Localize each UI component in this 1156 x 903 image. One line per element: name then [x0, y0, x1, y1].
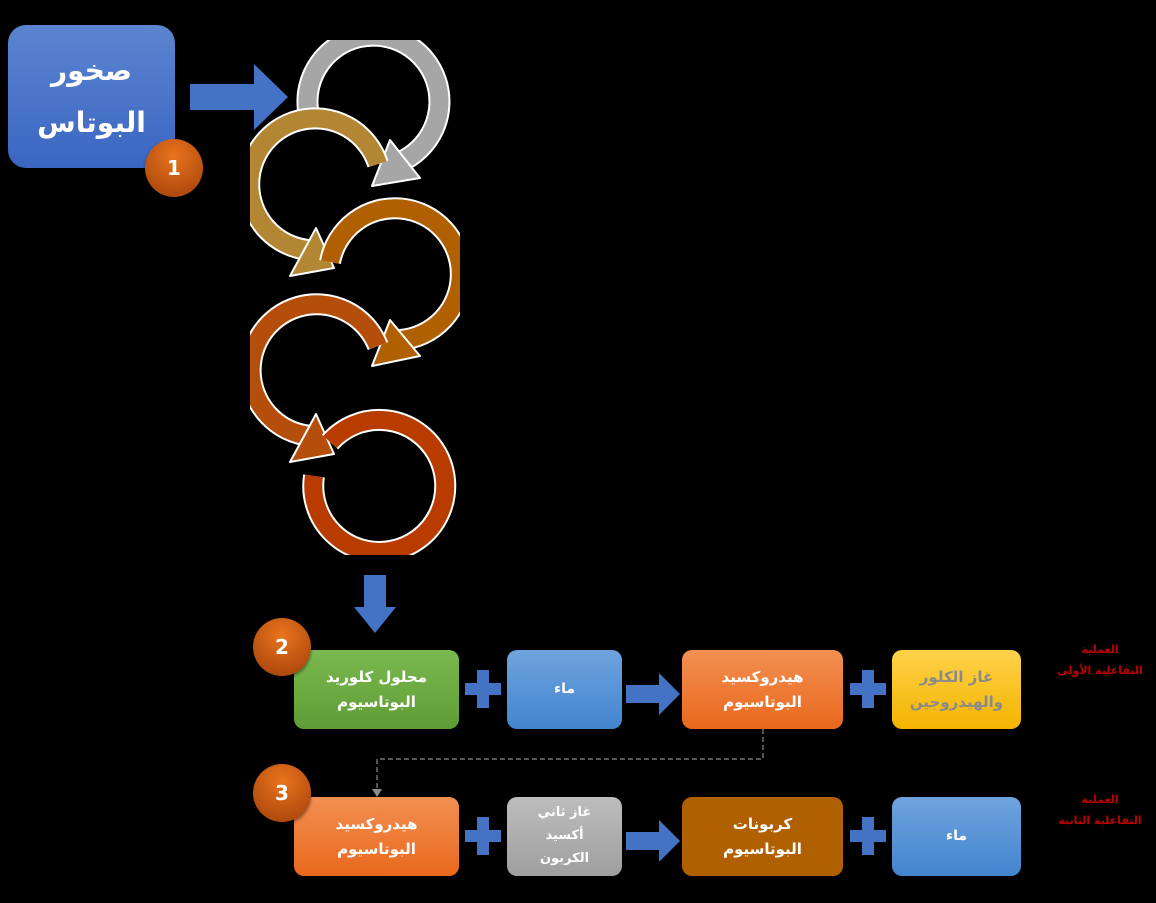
reaction2-product2-line1: ماء — [945, 827, 968, 844]
potash-rocks-box: صخور البوتاس — [8, 25, 175, 168]
right-arrow-icon — [190, 64, 288, 130]
reaction1-reactant1-line2: البوتاسيوم — [337, 692, 416, 711]
cycle-diagram — [250, 40, 460, 555]
plus-icon — [850, 817, 886, 855]
reaction1-reactant1: محلول كلوريد البوتاسيوم — [294, 650, 459, 729]
yields-arrow-icon — [626, 673, 680, 715]
reaction2-caption-line2: التفاعلية الثانية — [1058, 813, 1142, 827]
yields-arrow-icon — [626, 820, 680, 862]
reaction1-reactant1-line1: محلول كلوريد — [325, 667, 428, 686]
down-arrow-icon — [354, 575, 396, 633]
reaction1-reactant2: ماء — [507, 650, 622, 729]
reaction1-product2-line2: والهيدروجين — [909, 692, 1004, 711]
reaction2-product2: ماء — [892, 797, 1021, 876]
reaction2-reactant1-line1: هيدروكسيد — [335, 814, 418, 833]
start-title-line2: البوتاس — [37, 105, 146, 139]
reaction1-reactant2-line1: ماء — [553, 680, 576, 697]
step-badge-3: 3 — [253, 764, 311, 822]
plus-icon — [465, 817, 501, 855]
reaction2-caption: العملية التفاعلية الثانية — [1045, 790, 1155, 832]
step-badge-2: 2 — [253, 618, 311, 676]
connector-arrowhead — [372, 789, 382, 797]
reaction1-caption-line2: التفاعلية الأولى — [1057, 663, 1143, 677]
reaction1-product1: هيدروكسيد البوتاسيوم — [682, 650, 843, 729]
reaction1-caption: العملية التفاعلية الأولى — [1045, 640, 1155, 682]
plus-icon — [850, 670, 886, 708]
reaction2-reactant2: غاز ثاني أكسيد الكربون — [507, 797, 622, 876]
reaction2-product1: كربونات البوتاسيوم — [682, 797, 843, 876]
start-title-line1: صخور — [51, 53, 132, 87]
reaction1-product2-line1: غاز الكلور — [919, 667, 994, 686]
reaction2-product1-line1: كربونات — [732, 814, 793, 833]
plus-icon — [465, 670, 501, 708]
dashed-connector — [372, 729, 764, 797]
reaction2-caption-line1: العملية — [1081, 793, 1119, 806]
reaction2-reactant1-line2: البوتاسيوم — [337, 839, 416, 858]
reaction2-reactant2-line3: الكربون — [539, 850, 590, 866]
reaction2-reactant2-line1: غاز ثاني — [537, 805, 592, 821]
step-badge-1: 1 — [145, 139, 203, 197]
reaction2-reactant1: هيدروكسيد البوتاسيوم — [294, 797, 459, 876]
reaction2-reactant2-line2: أكسيد — [545, 828, 584, 844]
reaction1-caption-line1: العملية — [1081, 643, 1119, 656]
reaction1-product1-line2: البوتاسيوم — [723, 692, 802, 711]
reaction2-product1-line2: البوتاسيوم — [723, 839, 802, 858]
reaction1-product2: غاز الكلور والهيدروجين — [892, 650, 1021, 729]
reaction1-product1-line1: هيدروكسيد — [721, 667, 804, 686]
